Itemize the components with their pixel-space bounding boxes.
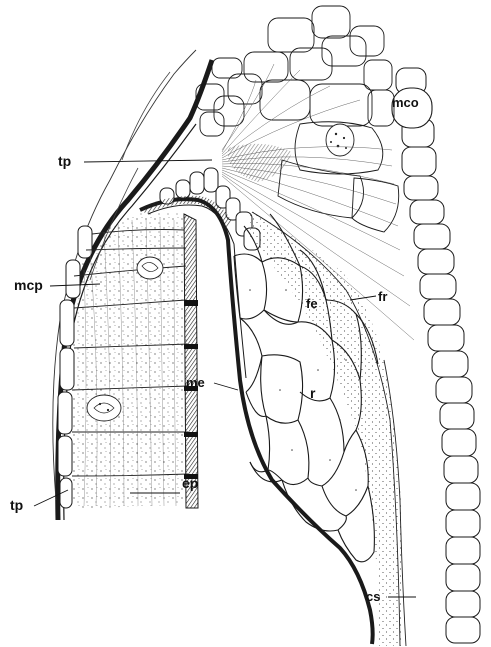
right-stippled-zone: [250, 210, 403, 646]
label-tp-top: tp: [58, 153, 71, 169]
epithelial-cell-column: [396, 68, 480, 643]
label-fr: fr: [378, 289, 387, 304]
label-fe: fe: [306, 296, 318, 311]
label-me: me: [186, 375, 205, 390]
ep-border-band: [184, 214, 198, 508]
label-mcp: mcp: [14, 277, 43, 293]
upper-nucleus: [326, 124, 354, 156]
label-r: r: [310, 385, 316, 401]
label-mco: mco: [392, 95, 419, 110]
label-tp-bottom: tp: [10, 497, 23, 513]
label-ep: ep: [182, 475, 198, 491]
label-cs: cs: [366, 589, 380, 604]
